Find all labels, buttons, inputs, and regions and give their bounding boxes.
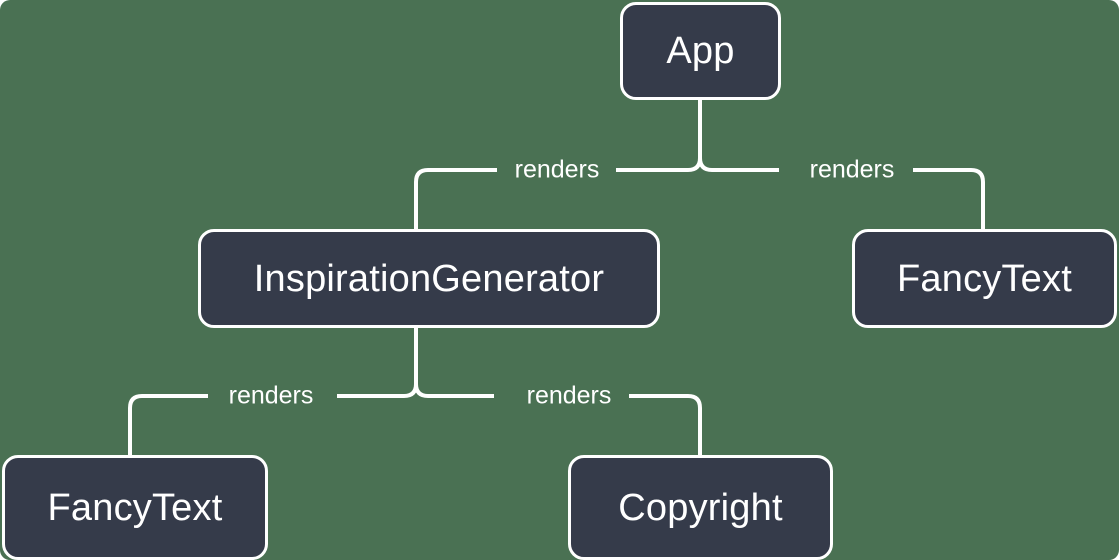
node-fancy-text-bottom-left[interactable]: FancyText bbox=[2, 455, 268, 560]
edge-label-app-to-inspiration-generator: renders bbox=[514, 155, 600, 184]
node-fancy-text-bottom-left-label: FancyText bbox=[47, 486, 223, 529]
node-inspiration-generator-label: InspirationGenerator bbox=[253, 257, 605, 300]
edge-label-inspiration-generator-to-copyright: renders bbox=[526, 381, 612, 410]
edge-inspiration-to-copyright bbox=[629, 394, 702, 455]
edge-app-to-inspiration bbox=[414, 168, 497, 229]
edge-app-left-horizontal-right-seg bbox=[616, 157, 702, 172]
node-inspiration-generator[interactable]: InspirationGenerator bbox=[198, 229, 660, 328]
node-copyright[interactable]: Copyright bbox=[568, 455, 833, 560]
edge-inspiration-right-horizontal-left-seg bbox=[414, 383, 494, 398]
edge-inspiration-to-fancy-text bbox=[128, 394, 208, 455]
node-app-label: App bbox=[666, 30, 735, 72]
edge-app-to-fancy-text-right bbox=[913, 168, 985, 229]
node-copyright-label: Copyright bbox=[618, 486, 783, 529]
node-fancy-text-right-label: FancyText bbox=[897, 257, 1072, 300]
node-app[interactable]: App bbox=[620, 2, 781, 100]
edge-inspiration-left-horizontal-right-seg bbox=[337, 383, 418, 398]
edge-app-right-horizontal-left-seg bbox=[698, 157, 779, 172]
edge-label-inspiration-generator-to-fancy-text: renders bbox=[228, 381, 314, 410]
node-fancy-text-right[interactable]: FancyText bbox=[852, 229, 1117, 328]
edge-label-app-to-fancy-text-right: renders bbox=[809, 155, 895, 184]
